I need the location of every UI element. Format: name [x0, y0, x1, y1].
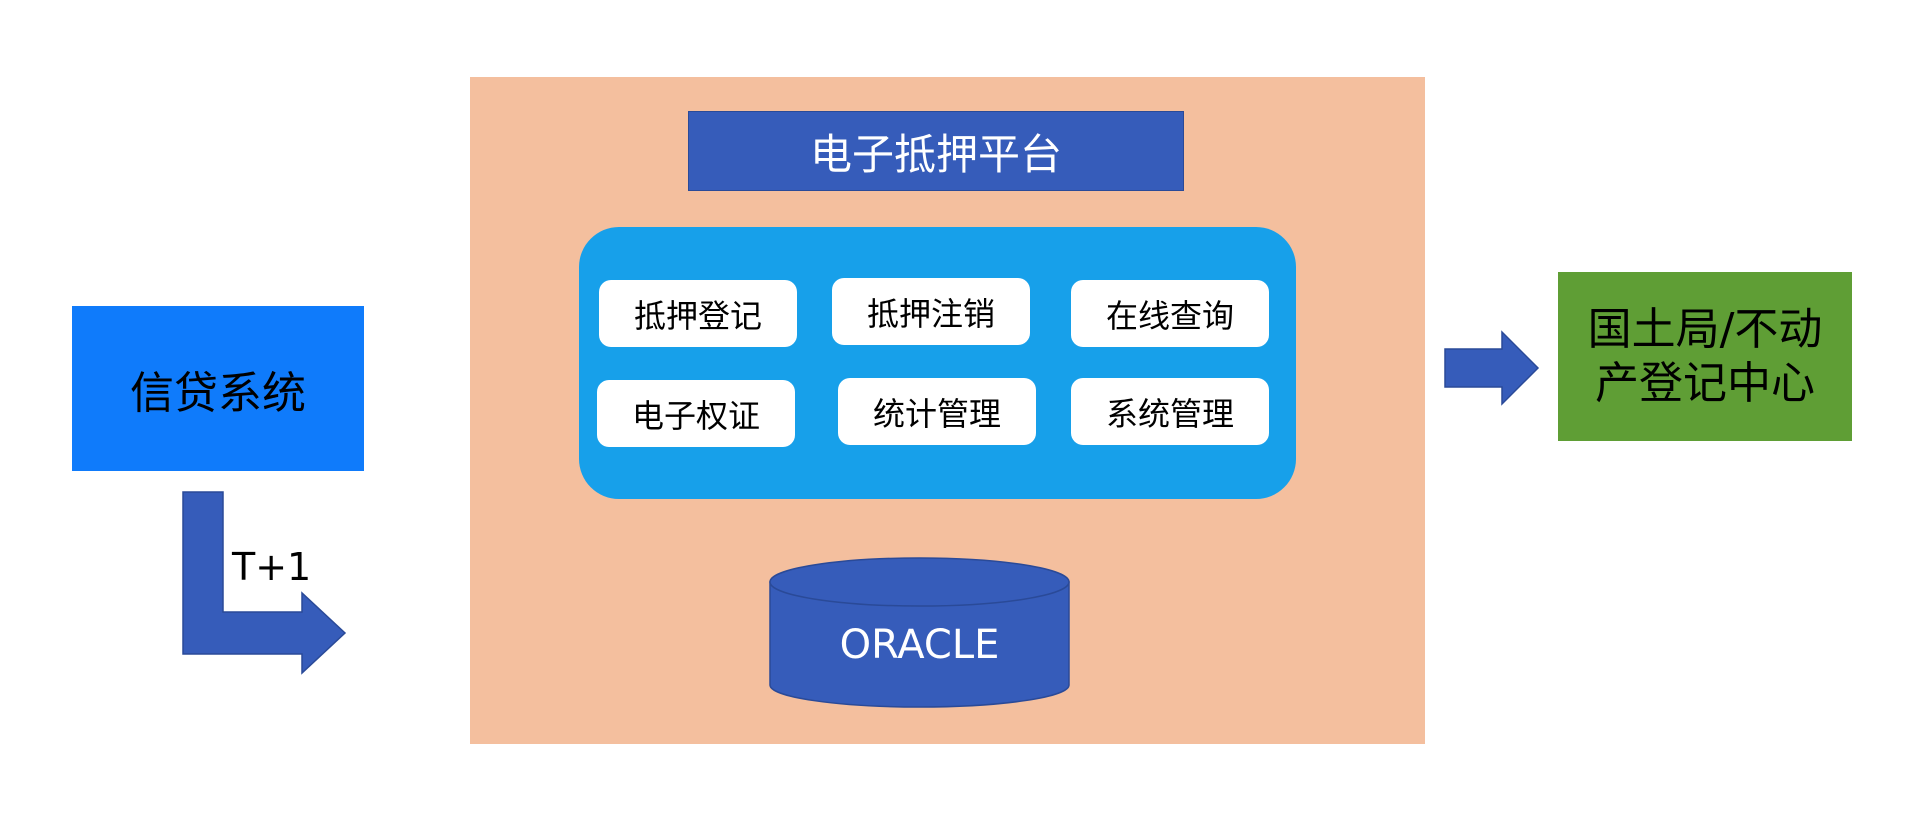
module-statistics-management: 统计管理: [838, 378, 1036, 445]
module-online-query: 在线查询: [1071, 280, 1269, 347]
land-registry-label-line1: 国土局/不动: [1587, 303, 1823, 355]
credit-system-label: 信贷系统: [130, 367, 306, 419]
right-arrow-icon: [1443, 330, 1540, 406]
module-mortgage-registration: 抵押登记: [599, 280, 797, 347]
module-label: 电子权证: [631, 396, 760, 435]
module-system-management: 系统管理: [1071, 378, 1269, 445]
platform-title: 电子抵押平台: [688, 111, 1184, 191]
module-label: 抵押注销: [866, 294, 995, 333]
platform-title-text: 电子抵押平台: [809, 129, 1062, 179]
module-electronic-certificate: 电子权证: [597, 380, 795, 447]
land-registry-label-line2: 产登记中心: [1594, 357, 1815, 409]
database-label: ORACLE: [839, 622, 1000, 668]
database-cylinder-icon: [768, 555, 1071, 710]
module-label: 统计管理: [872, 394, 1001, 433]
module-panel: [579, 227, 1296, 499]
module-label: 抵押登记: [633, 296, 762, 335]
land-registry-node: 国土局/不动 产登记中心: [1558, 272, 1852, 441]
module-mortgage-cancellation: 抵押注销: [832, 278, 1030, 345]
bent-arrow-icon: [180, 490, 352, 680]
module-label: 在线查询: [1105, 296, 1234, 335]
module-label: 系统管理: [1105, 394, 1234, 433]
flow-schedule-label: T+1: [232, 545, 312, 589]
credit-system-node: 信贷系统: [72, 306, 364, 471]
